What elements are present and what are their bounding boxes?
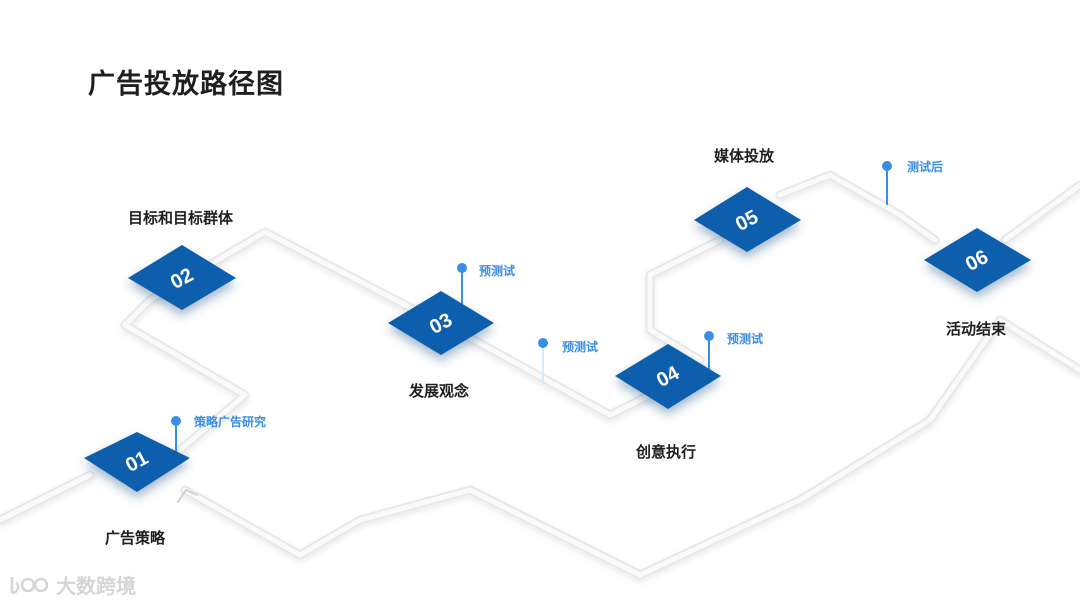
brand-logo: 大数跨境 [8, 570, 136, 599]
pin-label: 测试后 [907, 160, 944, 174]
pin-label: 预测试 [562, 340, 599, 354]
pin-marker [882, 161, 892, 205]
step-label-05: 媒体投放 [714, 147, 775, 165]
step-label-04: 创意执行 [636, 443, 697, 461]
step-label-02: 目标和目标群体 [128, 209, 234, 227]
logo-text: 大数跨境 [56, 574, 136, 598]
step-label-06: 活动结束 [946, 320, 1007, 338]
logo-mark-icon [10, 576, 49, 594]
path-track [0, 170, 1080, 580]
step-tile-06: 06 [924, 228, 1031, 292]
pin-marker [538, 338, 548, 385]
step-tile-02: 02 [128, 245, 236, 310]
pin-label: 预测试 [479, 264, 516, 278]
step-label-01: 广告策略 [105, 529, 166, 547]
page-title: 广告投放路径图 [88, 69, 284, 100]
step-tile-03: 03 [388, 291, 494, 355]
step-tile-04: 04 [615, 344, 721, 409]
step-label-03: 发展观念 [409, 382, 470, 400]
arrow-icon [177, 489, 198, 503]
pin-label: 预测试 [727, 332, 764, 346]
step-tile-05: 05 [694, 187, 801, 252]
step-tile-01: 01 [84, 432, 190, 492]
pin-label: 策略广告研究 [194, 415, 267, 429]
